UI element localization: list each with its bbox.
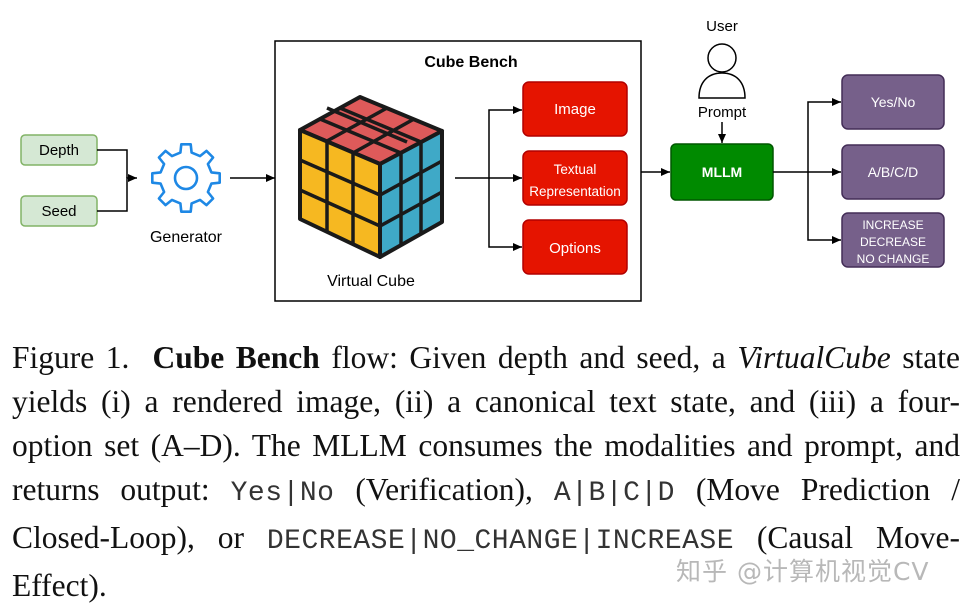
caption-yes-no: Yes|No <box>230 478 335 509</box>
prompt-label: Prompt <box>698 104 747 121</box>
image-modality-label: Image <box>554 101 596 118</box>
options-connector <box>488 178 522 251</box>
user-label: User <box>706 18 738 35</box>
caption-causal: DECREASE|NO_CHANGE|INCREASE <box>266 526 735 557</box>
seed-connector <box>97 174 137 212</box>
image-connector <box>488 106 522 178</box>
depth-connector <box>97 149 128 178</box>
increase-label: INCREASE <box>862 218 923 232</box>
gear-icon <box>151 143 221 213</box>
caption-virtual-cube: VirtualCube <box>737 340 891 375</box>
yes-no-connector <box>807 98 841 172</box>
seed-label: Seed <box>41 203 76 220</box>
generator-label: Generator <box>150 229 223 246</box>
caption-title: Cube Bench <box>152 340 320 375</box>
abcd-output-box <box>841 144 945 200</box>
options-modality-box <box>522 219 628 275</box>
textual-modality-label-1: Textual <box>554 162 597 177</box>
abcd-output-label: A/B/C/D <box>868 164 919 180</box>
yes-no-output-label: Yes/No <box>871 94 916 110</box>
mllm-label: MLLM <box>702 164 742 180</box>
causal-output-box <box>841 212 945 268</box>
cube-bench-title: Cube Bench <box>424 54 517 71</box>
decrease-label: DECREASE <box>860 235 926 249</box>
no-change-label: NO CHANGE <box>857 252 930 266</box>
virtual-cube-label: Virtual Cube <box>327 273 415 290</box>
caption-abcd: A|B|C|D <box>553 478 675 509</box>
watermark: 知乎 @计算机视觉CV <box>676 557 930 586</box>
depth-label: Depth <box>39 142 79 159</box>
causal-connector <box>807 172 841 244</box>
user-icon <box>698 43 746 99</box>
figure-caption: Figure 1. Cube Bench flow: Given depth a… <box>12 340 961 603</box>
caption-fig-label: Figure 1. <box>12 340 130 375</box>
rubiks-cube-icon <box>298 95 444 259</box>
textual-modality-label-2: Representation <box>529 184 621 199</box>
image-modality-box <box>522 81 628 137</box>
options-modality-label: Options <box>549 240 601 257</box>
yes-no-output-box <box>841 74 945 130</box>
textual-modality-box <box>522 150 628 206</box>
